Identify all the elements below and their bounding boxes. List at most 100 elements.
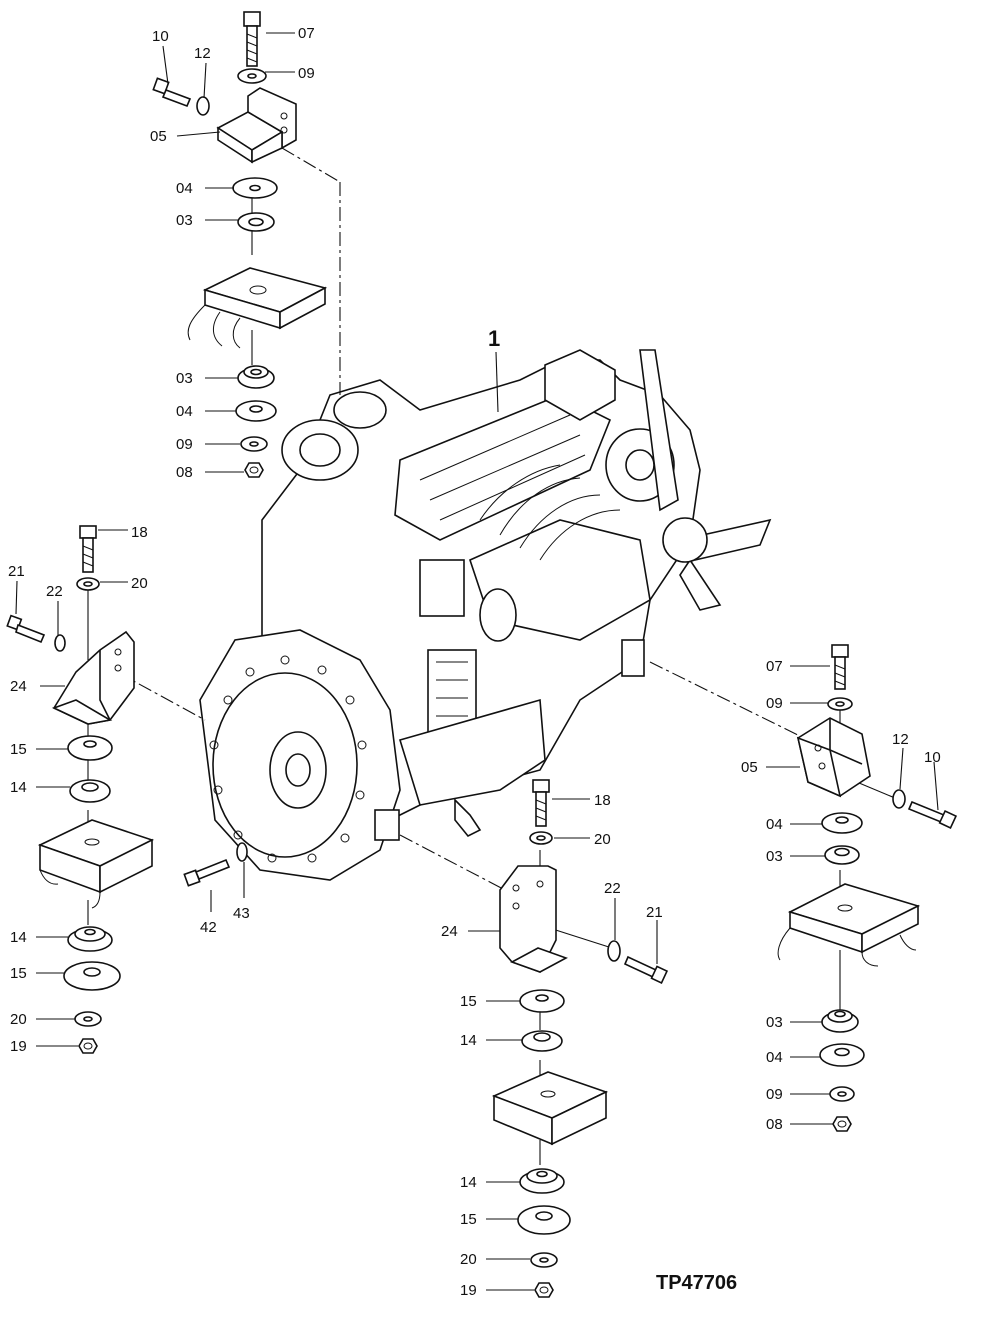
washer-20-center <box>529 831 553 845</box>
bracket-05-right <box>796 717 871 798</box>
figure-code: TP47706 <box>656 1272 737 1294</box>
callout-label: 21 <box>646 904 663 921</box>
callout-label: 24 <box>10 678 27 695</box>
callout-label: 19 <box>460 1282 477 1299</box>
callout-label: 15 <box>10 965 27 982</box>
bolt-18-left <box>79 525 97 573</box>
callout-label: 08 <box>176 464 193 481</box>
callout-label: 14 <box>10 929 27 946</box>
callout-label: 04 <box>176 180 193 197</box>
drain-plug <box>454 798 482 838</box>
callout-label: 03 <box>176 370 193 387</box>
callout-label: 20 <box>594 831 611 848</box>
callout-label: 22 <box>604 880 621 897</box>
callout-label: 20 <box>131 575 148 592</box>
nut-08-lower <box>244 462 264 478</box>
callout-labels: 07 10 12 09 05 04 03 03 04 09 08 18 21 22 20 24 15 14 14 15… <box>8 25 941 1299</box>
engine-assembly <box>199 349 772 881</box>
washer-22-center <box>607 940 621 962</box>
callout-label: 18 <box>131 524 148 541</box>
front-mount-pad <box>621 639 645 677</box>
callout-label: 22 <box>46 583 63 600</box>
callout-label: 42 <box>200 919 217 936</box>
callout-label: 09 <box>766 1086 783 1103</box>
callout-label: 15 <box>460 993 477 1010</box>
callout-label: 10 <box>924 749 941 766</box>
washer-43 <box>236 842 248 862</box>
callout-label: 14 <box>10 779 27 796</box>
frame-support-left <box>37 819 155 909</box>
callout-label: 07 <box>766 658 783 675</box>
washer-22-left <box>54 634 66 652</box>
rubber-14-center-lower <box>519 1168 565 1194</box>
callout-label: 05 <box>741 759 758 776</box>
bolt-21-center <box>623 955 669 984</box>
callout-label: 21 <box>8 563 25 580</box>
washer-09-right <box>827 697 853 711</box>
callout-label: 04 <box>766 1049 783 1066</box>
frame-support-top <box>187 267 328 349</box>
washer-09-right-lower <box>829 1086 855 1102</box>
washer-09-top <box>237 68 267 84</box>
callout-label: 03 <box>766 1014 783 1031</box>
washer-09-lower <box>240 436 268 452</box>
washer-12-top <box>196 96 210 116</box>
bolt-18-center <box>532 779 550 827</box>
callout-label: 08 <box>766 1116 783 1133</box>
rubber-03-right-lower <box>821 1009 859 1033</box>
callout-label: 03 <box>766 848 783 865</box>
callout-label: 24 <box>441 923 458 940</box>
callout-label: 18 <box>594 792 611 809</box>
rubber-03-top <box>237 212 275 232</box>
nut-19-left <box>78 1038 98 1054</box>
callout-label: 15 <box>10 741 27 758</box>
oil-pan <box>398 698 546 806</box>
mount-15-center-lower <box>517 1205 571 1235</box>
callout-label: 19 <box>10 1038 27 1055</box>
mount-04-right-upper <box>821 812 863 834</box>
frame-support-center <box>491 1071 609 1146</box>
callout-label: 12 <box>194 45 211 62</box>
rubber-03-lower <box>237 365 275 389</box>
mount-15-left-upper <box>67 735 113 761</box>
callout-label: 03 <box>176 212 193 229</box>
callout-label: 09 <box>298 65 315 82</box>
callout-leaders <box>15 32 939 1291</box>
washer-20-left-lower <box>74 1011 102 1027</box>
washer-12-right <box>892 789 906 809</box>
callout-label: 20 <box>460 1251 477 1268</box>
rubber-03-right-upper <box>824 845 860 865</box>
mount-04-top <box>232 177 278 199</box>
bracket-24-left <box>51 630 135 725</box>
mount-15-left-lower <box>63 961 121 991</box>
nut-19-center <box>534 1282 554 1298</box>
hardware-parts <box>6 11 958 1298</box>
bolt-07-top <box>243 11 261 67</box>
rubber-14-left-upper <box>69 779 111 803</box>
callout-label: 10 <box>152 28 169 45</box>
bolt-10-right <box>907 800 958 829</box>
callout-label: 04 <box>176 403 193 420</box>
frame-support-right <box>777 883 921 967</box>
washer-20-center-lower <box>530 1252 558 1268</box>
callout-label: 04 <box>766 816 783 833</box>
fan-hub <box>662 517 708 563</box>
callout-label: 09 <box>176 436 193 453</box>
callout-label: 43 <box>233 905 250 922</box>
rubber-14-left-lower <box>67 926 113 952</box>
bolt-10-top <box>152 77 192 108</box>
bracket-05-top <box>216 87 297 164</box>
nut-08-right <box>832 1116 852 1132</box>
callout-label: 14 <box>460 1032 477 1049</box>
callout-label: 14 <box>460 1174 477 1191</box>
mount-15-center-upper <box>519 989 565 1013</box>
bolt-42 <box>183 858 231 887</box>
oil-filter <box>479 588 517 642</box>
rubber-14-center-upper <box>521 1030 563 1052</box>
callout-label: 20 <box>10 1011 27 1028</box>
washer-20-left <box>76 577 100 591</box>
callout-label: 09 <box>766 695 783 712</box>
bolt-07-right <box>831 644 849 690</box>
